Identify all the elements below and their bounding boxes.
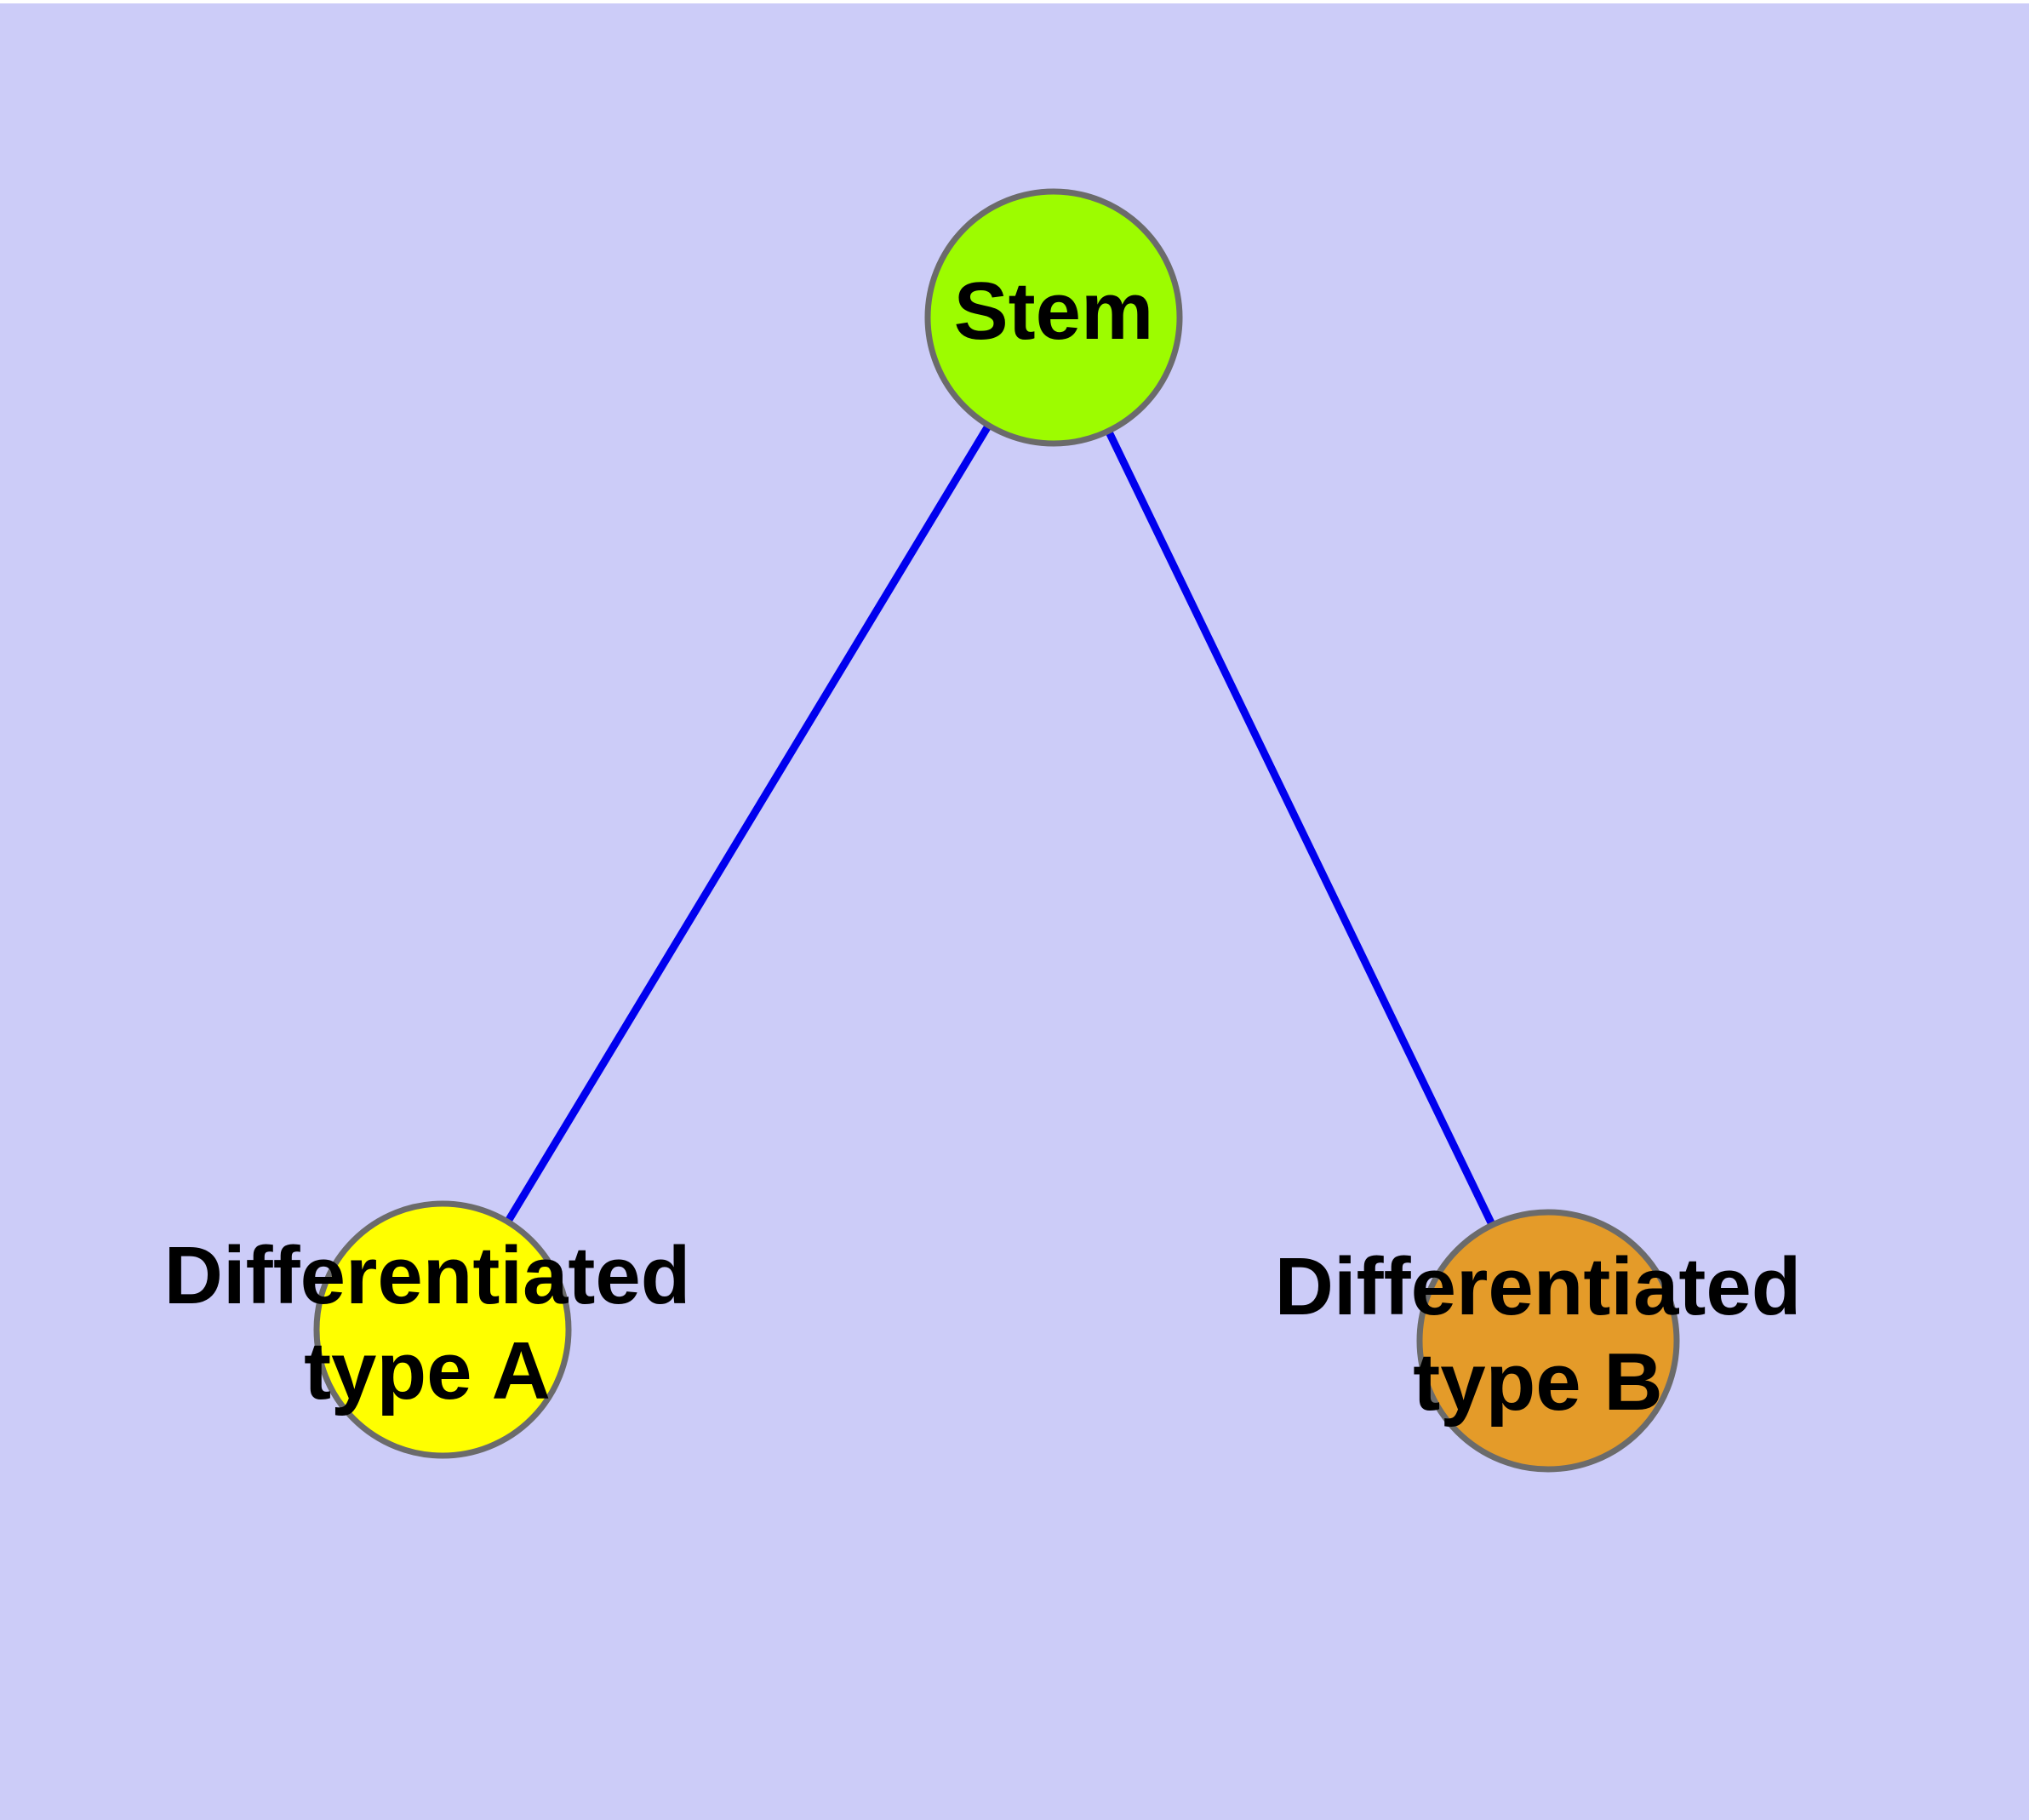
edge-stem-to-diff_a[interactable] [439,315,1057,1332]
edge-stem-to-diff_b[interactable] [1049,316,1552,1342]
edges-layer [439,315,1552,1342]
node-label-line: type B [1413,1337,1662,1428]
node-label-stem: Stem [954,266,1154,357]
node-label-line: Stem [954,266,1154,357]
node-label-line: Differentiated [164,1230,691,1321]
node-circle-stem[interactable] [924,188,1183,447]
node-stem[interactable]: Stem [924,188,1183,447]
node-label-line: type A [304,1326,551,1417]
node-circle-diff_b[interactable] [1416,1209,1680,1473]
node-circle-diff_a[interactable] [313,1200,572,1459]
node-label-line: Differentiated [1275,1241,1802,1332]
